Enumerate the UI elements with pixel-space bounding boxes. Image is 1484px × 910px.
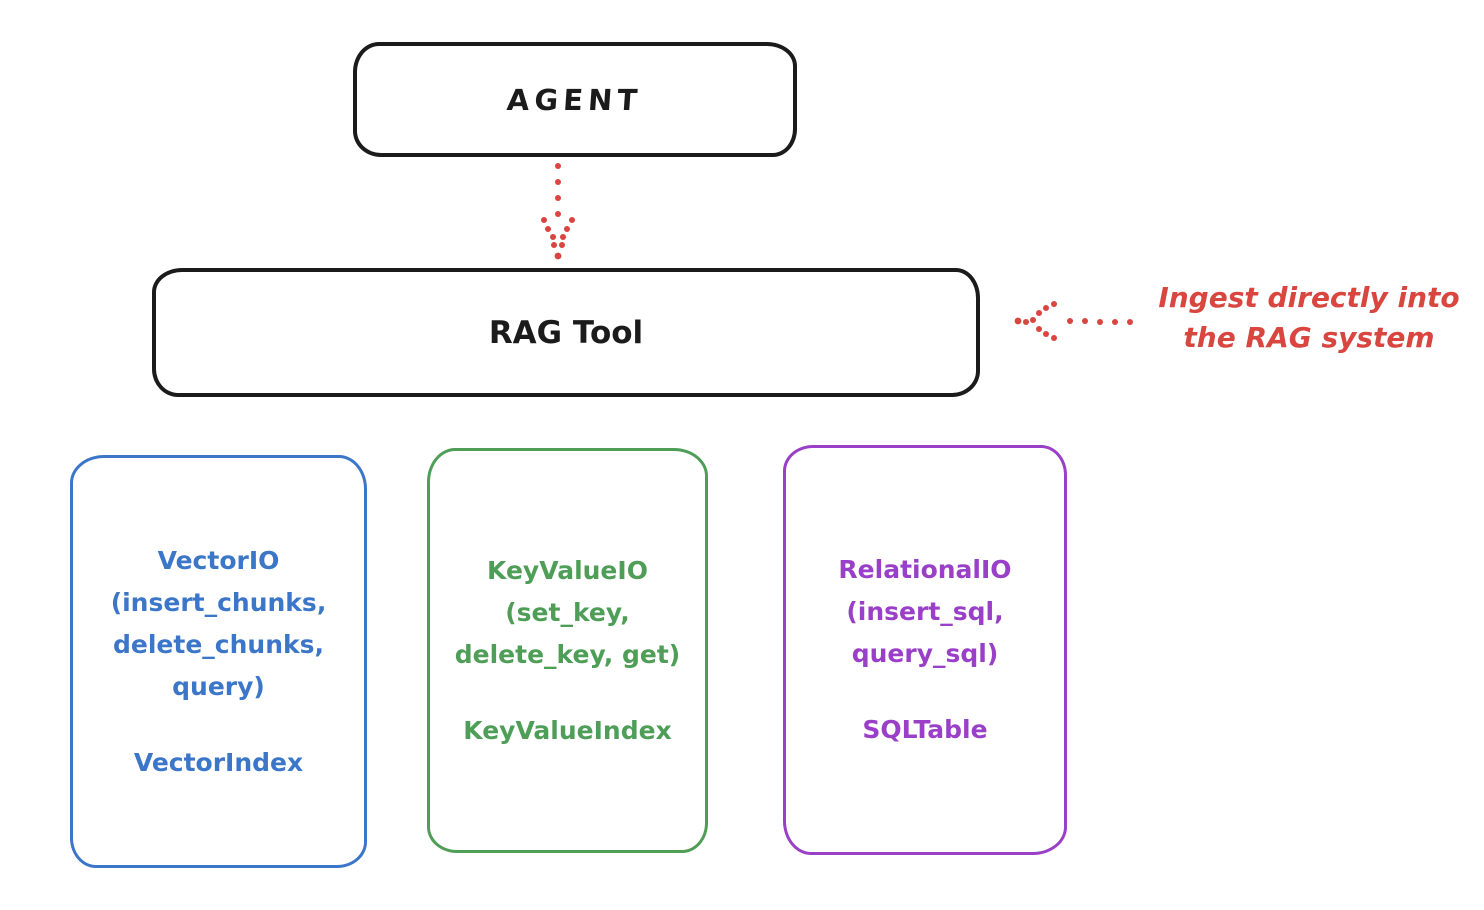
dotted-arrow-left-icon: [1014, 301, 1133, 341]
store-title: VectorIO: [157, 545, 280, 575]
ingest-annotation: Ingest directly into the RAG system: [1134, 278, 1484, 358]
agent-node: AGENT: [353, 42, 797, 157]
store-methods-line: (set_key,: [505, 597, 630, 627]
store-methods-line: (insert_chunks,: [110, 587, 327, 617]
rag-tool-node: RAG Tool: [152, 268, 980, 397]
store-index-label: VectorIndex: [133, 747, 304, 777]
rag-tool-label: RAG Tool: [488, 314, 644, 351]
vector-io-node: VectorIO (insert_chunks, delete_chunks, …: [70, 455, 367, 868]
store-index-label: KeyValueIndex: [463, 715, 672, 745]
dotted-arrow-down-icon: [541, 163, 575, 260]
keyvalue-io-node: KeyValueIO (set_key, delete_key, get) Ke…: [427, 448, 708, 853]
store-methods-line: (insert_sql,: [846, 597, 1004, 626]
annotation-line-1: Ingest directly into: [1158, 281, 1460, 314]
store-methods-line: delete_key, get): [454, 639, 681, 669]
store-title: RelationalIO: [838, 555, 1012, 584]
agent-label: AGENT: [506, 82, 644, 117]
store-title: KeyValueIO: [487, 555, 648, 585]
annotation-line-2: the RAG system: [1183, 321, 1435, 354]
store-methods-line: query_sql): [851, 639, 999, 668]
store-index-label: SQLTable: [862, 715, 988, 744]
store-methods-line: delete_chunks,: [113, 629, 324, 659]
store-methods-line: query): [172, 671, 265, 701]
relational-io-node: RelationalIO (insert_sql, query_sql) SQL…: [783, 445, 1067, 855]
